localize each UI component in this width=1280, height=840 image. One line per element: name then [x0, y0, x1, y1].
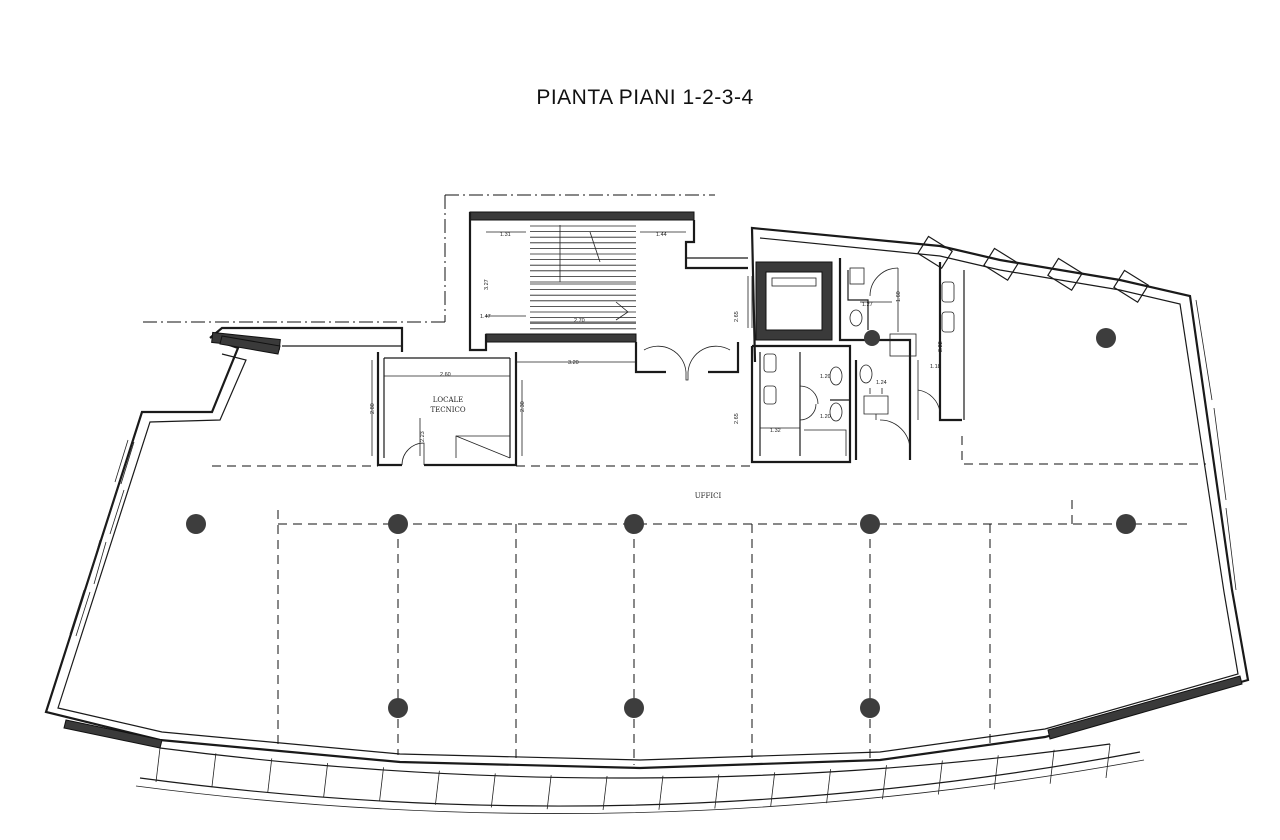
dim-label: 1.24	[876, 380, 887, 386]
stair-core	[468, 211, 748, 352]
partitions	[212, 436, 1206, 765]
railing-post	[714, 774, 720, 809]
railing-post	[937, 760, 943, 795]
railing-post	[490, 773, 496, 808]
dim-label: 1.44	[656, 232, 667, 238]
dim-label: 1.27	[862, 302, 873, 308]
facade-box	[1047, 257, 1084, 292]
columns	[186, 328, 1136, 718]
dim-label: 3.20	[568, 360, 579, 366]
railing-post	[211, 753, 217, 788]
facade-box	[1113, 269, 1150, 304]
dim-label: 2.65	[734, 413, 740, 424]
facade-box	[917, 235, 954, 270]
railing-post	[379, 767, 384, 802]
railing-post	[602, 775, 608, 811]
dim-label: 2.23	[420, 431, 426, 442]
column	[860, 698, 880, 718]
column	[624, 514, 644, 534]
column	[860, 514, 880, 534]
railing-post	[770, 772, 776, 807]
dim-label: 2.80	[370, 403, 376, 414]
room-label-uffici: UFFICI	[695, 492, 722, 500]
entrance-doors	[634, 342, 740, 381]
plan-title: PIANTA PIANI 1-2-3-4	[536, 86, 754, 109]
dim-label: 1.20	[820, 374, 831, 380]
dim-label: 3.27	[484, 279, 490, 290]
railing-post	[546, 775, 552, 810]
right-windows	[1195, 299, 1237, 591]
railing-post	[1049, 749, 1055, 784]
column	[388, 698, 408, 718]
railing-post	[155, 747, 161, 783]
room-label-locale-2: TECNICO	[430, 406, 465, 414]
balcony	[135, 743, 1145, 814]
railing-post	[1105, 743, 1111, 779]
dim-label: 1.47	[480, 314, 491, 320]
dim-label: 1.18	[930, 364, 941, 370]
wall-block-northwest	[219, 335, 281, 355]
left-windows	[69, 439, 135, 637]
roof-boxes	[917, 235, 1150, 304]
dim-label: 2.70	[574, 318, 585, 324]
dim-label: 1.31	[500, 232, 511, 238]
dim-label: 2.65	[734, 311, 740, 322]
room-label-locale-1: LOCALE	[433, 396, 464, 404]
column	[1116, 514, 1136, 534]
column	[388, 514, 408, 534]
facade-box	[983, 247, 1020, 282]
railing-post	[658, 775, 664, 810]
column	[186, 514, 206, 534]
stair-wall-top	[469, 211, 695, 221]
wall-block-southwest	[63, 719, 163, 749]
railing-post	[993, 755, 999, 790]
dim-label: 1.20	[820, 414, 831, 420]
railing-post	[267, 758, 273, 793]
column	[624, 698, 644, 718]
dimensions: 1.31 1.44 3.27 1.47 2.70 3.20 2.60 2.80 …	[370, 231, 944, 456]
outer-walls	[44, 226, 1250, 770]
stair-wall-bottom	[485, 333, 637, 343]
site-boundary	[143, 194, 715, 323]
railing-post	[435, 770, 440, 805]
railing-post	[826, 769, 831, 804]
dim-label: 2.30	[520, 401, 526, 412]
lift	[747, 261, 833, 341]
lift-cabin	[765, 271, 823, 331]
wall-block-southeast	[1047, 675, 1243, 740]
dim-label: 2.60	[440, 372, 451, 378]
railing-post	[323, 763, 329, 798]
column	[1096, 328, 1116, 348]
railing-post	[882, 765, 887, 800]
locale-tecnico	[376, 352, 518, 467]
dim-label: 1.32	[770, 428, 781, 434]
bathrooms	[750, 258, 965, 464]
dim-label: 2.22	[938, 341, 944, 352]
dim-label: 1.60	[896, 291, 902, 302]
